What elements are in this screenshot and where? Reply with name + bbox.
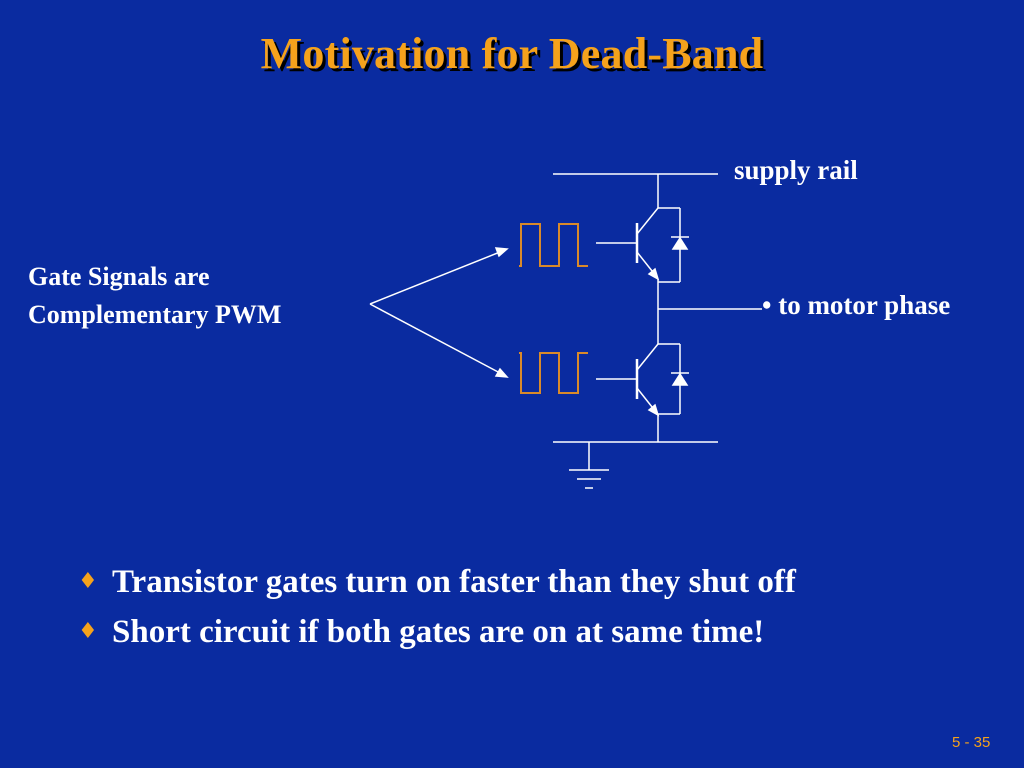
- upper-emitter-arrow: [647, 267, 660, 281]
- slide-title: Motivation for Dead-Band: [260, 29, 764, 78]
- gate-arrows: [369, 247, 509, 378]
- arrow-lower-line: [369, 303, 501, 374]
- lower-emitter-arrow: [647, 403, 660, 417]
- diamond-bullet-icon: ♦: [78, 619, 98, 644]
- circuit: [553, 173, 762, 489]
- diamond-bullet-icon: ♦: [78, 569, 98, 594]
- upper-diode: [671, 236, 689, 250]
- arrow-upper-head: [494, 247, 509, 258]
- bullet-list: ♦ Transistor gates turn on faster than th…: [78, 557, 796, 657]
- pwm-upper-waveform: [519, 223, 588, 267]
- motor-phase-label: • to motor phase: [762, 290, 951, 320]
- arrow-lower-head: [494, 367, 509, 378]
- page-number: 5 - 35: [952, 734, 991, 751]
- bullet-item: ♦ Short circuit if both gates are on at s…: [78, 607, 796, 657]
- bullet-text: Short circuit if both gates are on at sa…: [112, 614, 765, 650]
- gate-label-line1: Gate Signals are: [28, 262, 210, 291]
- supply-rail-label: supply rail: [734, 155, 858, 185]
- gate-label-line2: Complementary PWM: [28, 300, 282, 329]
- gate-signals-label: Gate Signals are Complementary PWM: [28, 258, 281, 334]
- pwm-lower-waveform: [519, 352, 588, 394]
- arrow-upper-line: [369, 251, 501, 305]
- bullet-item: ♦ Transistor gates turn on faster than th…: [78, 557, 796, 607]
- pwm-waveforms: [519, 223, 588, 394]
- lower-diode: [671, 372, 689, 386]
- bullet-text: Transistor gates turn on faster than the…: [112, 564, 796, 600]
